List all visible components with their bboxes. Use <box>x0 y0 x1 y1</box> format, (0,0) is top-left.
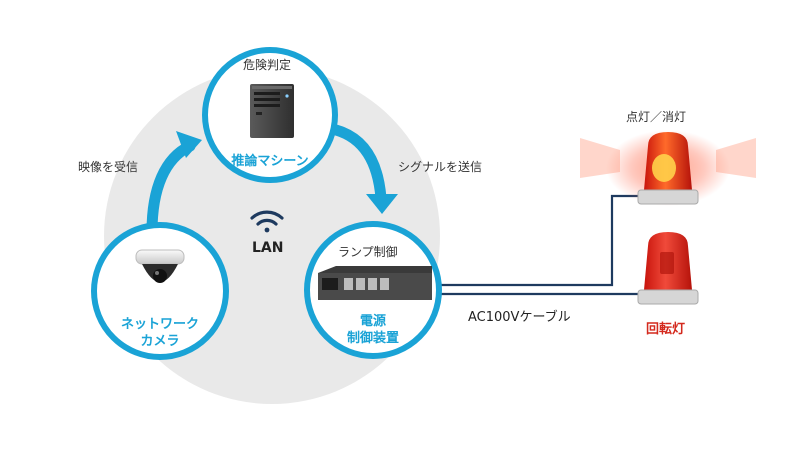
lan-label: LAN <box>252 240 284 256</box>
controller-label-line2: 制御装置 <box>346 331 399 346</box>
rotating-lamp-on-icon <box>580 130 756 206</box>
edge-label-send-signal: シグナルを送信 <box>398 160 483 174</box>
camera-label-line1: ネットワーク <box>120 317 199 332</box>
lamp-label: 回転灯 <box>646 322 686 337</box>
camera-node <box>91 222 229 360</box>
arrow-camera-to-machine <box>146 131 202 238</box>
camera-label-line2: カメラ <box>140 334 180 349</box>
power-controller-icon <box>318 266 432 300</box>
controller-caption: ランプ制御 <box>338 245 398 259</box>
rotating-lamp-off-icon <box>637 232 699 305</box>
edge-label-receive-video: 映像を受信 <box>78 160 139 174</box>
lamp-caption: 点灯／消灯 <box>626 110 687 124</box>
wifi-icon <box>250 210 284 233</box>
dome-camera-icon <box>135 249 185 283</box>
server-icon <box>250 84 294 138</box>
inference-label: 推論マシーン <box>231 154 309 169</box>
power-cables <box>432 194 646 296</box>
cable-label: AC100Vケーブル <box>468 310 571 325</box>
controller-label-line1: 電源 <box>359 314 386 329</box>
inference-caption: 危険判定 <box>243 58 292 72</box>
arrow-machine-to-controller <box>330 124 398 214</box>
